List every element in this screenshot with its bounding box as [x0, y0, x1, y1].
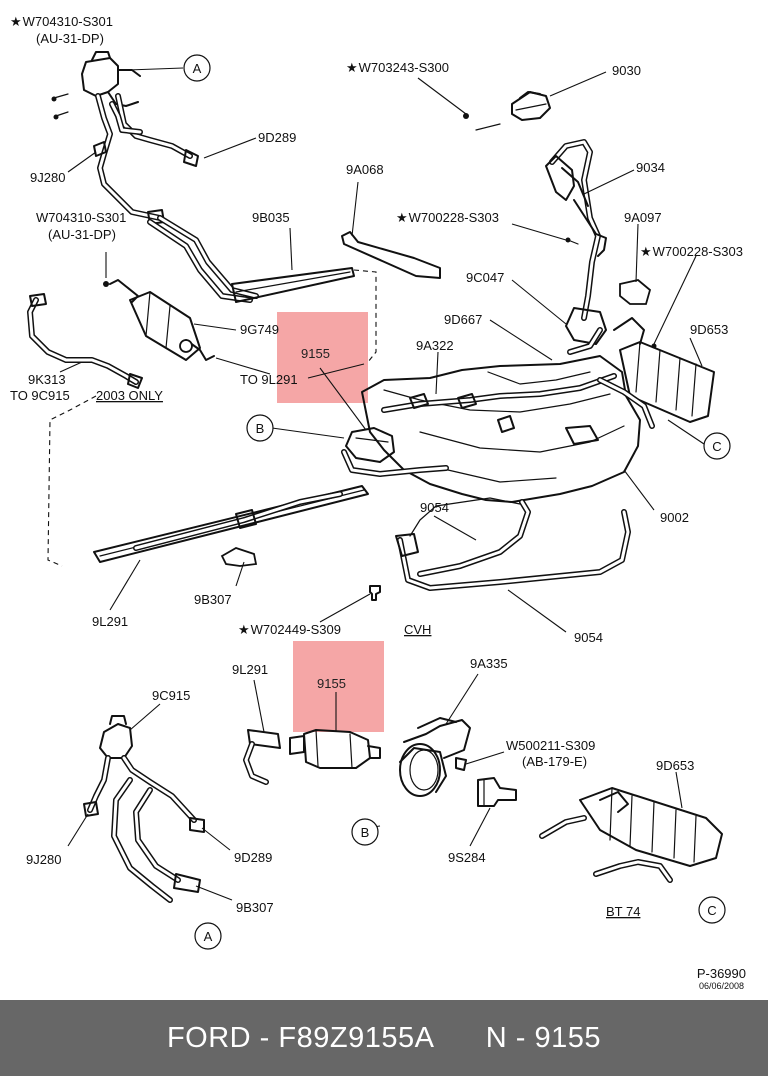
fuel-pump-connection	[341, 427, 449, 477]
label-w700228-a: ★W700228-S303	[396, 210, 499, 225]
label-9j280-bottom: 9J280	[26, 852, 61, 867]
label-cvh: CVH	[404, 622, 431, 637]
callout-b-top: B	[246, 414, 274, 442]
footer-brand-part: FORD - F89Z9155A	[166, 1021, 435, 1054]
label-9g749: 9G749	[240, 322, 279, 337]
label-9c047: 9C047	[466, 270, 504, 285]
highlight-9155-bottom	[293, 641, 384, 732]
label-9155-top: 9155	[301, 346, 330, 361]
label-9a322: 9A322	[416, 338, 454, 353]
label-9c915: 9C915	[152, 688, 190, 703]
filler-cap-9030	[511, 91, 551, 121]
label-to-9c915: TO 9C915	[10, 388, 70, 403]
clip-9b307-mid	[220, 547, 258, 567]
label-w702449: ★W702449-S309	[238, 622, 341, 637]
label-9155-bottom: 9155	[317, 676, 346, 691]
fuel-filter-detail-b	[243, 717, 517, 807]
vapor-valve-assembly-top	[51, 51, 199, 225]
label-9s284: 9S284	[448, 850, 486, 865]
label-w500211: W500211-S309	[506, 738, 595, 753]
label-diagram-date: 06/06/2008	[699, 981, 744, 991]
tube-9k313	[27, 293, 143, 389]
canister-9g749	[103, 279, 215, 361]
label-w703243: ★W703243-S300	[346, 60, 449, 75]
canister-9d653-detail-c	[539, 787, 723, 883]
part-number-footer: FORD - F89Z9155A N - 9155	[0, 1000, 768, 1076]
label-9054-a: 9054	[420, 500, 449, 515]
tank-strap-9054	[395, 497, 631, 591]
callout-c-top: C	[703, 432, 731, 460]
svg-text:B: B	[361, 825, 370, 840]
label-9a068: 9A068	[346, 162, 384, 177]
dashed-leader-lines	[47, 269, 377, 567]
callout-a-bottom: A	[194, 922, 222, 950]
callout-a-top: A	[183, 54, 211, 82]
svg-text:C: C	[712, 439, 721, 454]
screw-w702449	[369, 585, 381, 601]
label-bt74: BT 74	[606, 904, 640, 919]
label-9l291-mid: 9L291	[92, 614, 128, 629]
label-9034: 9034	[636, 160, 665, 175]
label-au31-mid: (AU-31-DP)	[48, 227, 116, 242]
bracket-9a068	[341, 231, 441, 279]
label-9a335: 9A335	[470, 656, 508, 671]
leader-lines	[59, 67, 705, 901]
label-9b307-mid: 9B307	[194, 592, 232, 607]
label-9l291-bottom: 9L291	[232, 662, 268, 677]
label-9d289-top: 9D289	[258, 130, 296, 145]
label-9j280-top: 9J280	[30, 170, 65, 185]
filler-pipe-9034	[545, 139, 607, 345]
label-to-9l291: TO 9L291	[240, 372, 298, 387]
label-2003-only: 2003 ONLY	[96, 388, 163, 403]
tank-plumbing-9d667	[381, 327, 655, 429]
svg-text:A: A	[204, 929, 213, 944]
svg-text:B: B	[256, 421, 265, 436]
label-9a097: 9A097	[624, 210, 662, 225]
label-9d653-bottom: 9D653	[656, 758, 694, 773]
label-9054-b: 9054	[574, 630, 603, 645]
label-w704310-mid: W704310-S301	[36, 210, 126, 225]
label-9030: 9030	[612, 63, 641, 78]
label-w700228-b: ★W700228-S303	[640, 244, 743, 259]
label-9002: 9002	[660, 510, 689, 525]
label-ab179: (AB-179-E)	[522, 754, 587, 769]
fuel-line-channel-9l291	[93, 485, 369, 563]
hardware-screws-top	[463, 113, 657, 349]
callout-b-bottom: B	[351, 818, 379, 846]
footer-part-code: N - 9155	[485, 1021, 602, 1054]
label-9d289-bottom: 9D289	[234, 850, 272, 865]
fuel-line-upper-bundle	[147, 215, 355, 303]
label-w704310-top: ★W704310-S301	[10, 14, 113, 29]
footer-spacer	[434, 1022, 485, 1055]
vapor-valve-assembly-detail-a	[83, 715, 205, 903]
label-9b307-bottom: 9B307	[236, 900, 274, 915]
label-au31-top: (AU-31-DP)	[36, 31, 104, 46]
svg-text:A: A	[193, 61, 202, 76]
fuel-tank-9002	[361, 355, 641, 503]
label-9k313: 9K313	[28, 372, 66, 387]
label-9d653-top: 9D653	[690, 322, 728, 337]
svg-text:C: C	[707, 903, 716, 918]
fuel-system-exploded-diagram: A B C B C A ★W704310-S301 (AU-31-DP) 9D2…	[10, 14, 746, 991]
label-9d667: 9D667	[444, 312, 482, 327]
label-diagram-ref: P-36990	[697, 966, 746, 981]
callout-c-bottom: C	[698, 896, 726, 924]
label-9b035: 9B035	[252, 210, 290, 225]
highlight-9155-top	[277, 312, 368, 403]
part-9a097	[619, 279, 652, 305]
